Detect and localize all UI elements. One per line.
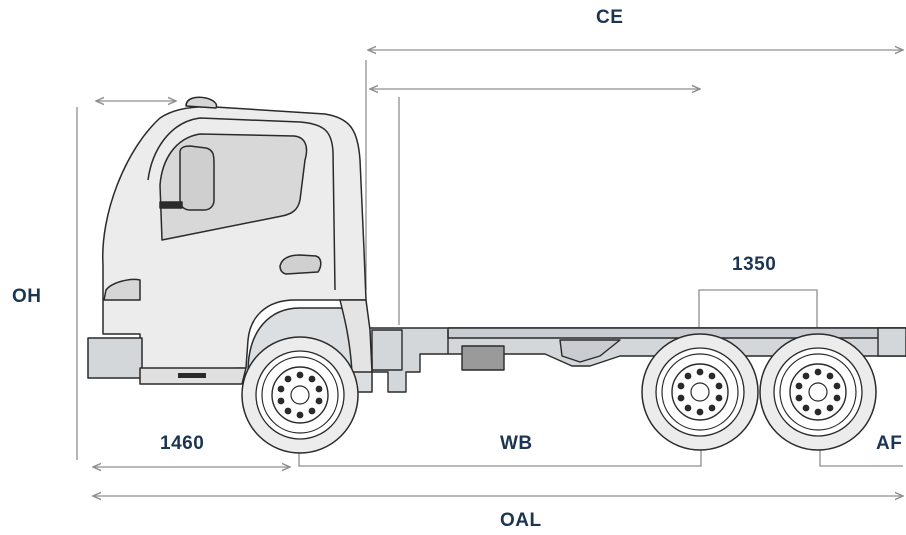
door-outline [147, 117, 336, 291]
oh-label: OH [12, 286, 42, 307]
frame-rear-end [877, 327, 906, 357]
oal-label: OAL [500, 510, 542, 531]
frame-upper-rail [447, 327, 906, 339]
af-label: AF [876, 433, 903, 454]
wb-label: WB [500, 433, 533, 454]
side-mirror [179, 145, 215, 211]
door-handle [279, 254, 322, 275]
dimension-lines [76, 50, 903, 496]
cab-roof-cap [185, 96, 218, 109]
headlight [103, 278, 141, 301]
step-slot [178, 373, 206, 378]
bogie-spread-bracket [698, 289, 818, 340]
cab-mount [371, 329, 403, 371]
rear-suspension [559, 339, 621, 363]
fuel-tank [461, 345, 505, 371]
bogie-spread-label: 1350 [732, 254, 777, 275]
rear-wheel-forward [641, 333, 759, 451]
cab [87, 96, 373, 393]
front-wheel [241, 336, 359, 454]
cab-rear-wall [339, 299, 373, 373]
ce-label: CE [596, 7, 624, 28]
front-bumper [87, 337, 143, 379]
rear-wheel-rear [759, 333, 877, 451]
mirror-arm [159, 201, 183, 209]
chassis [359, 327, 906, 393]
front-overhang-label: 1460 [160, 433, 205, 454]
